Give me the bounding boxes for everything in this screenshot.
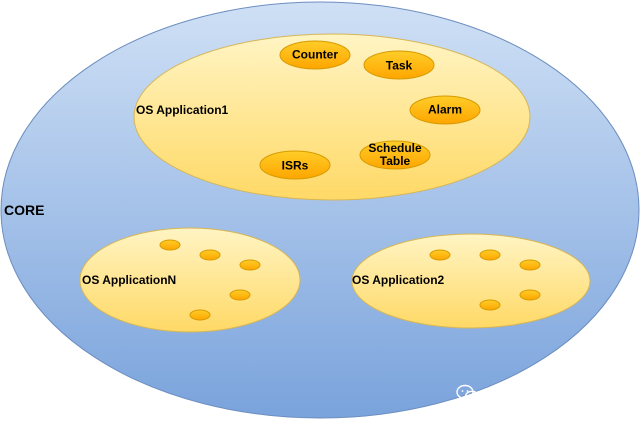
- os-applicationN-label: OS ApplicationN: [82, 273, 177, 287]
- app2-object-1: [429, 249, 451, 261]
- alarm-node: [409, 95, 481, 125]
- appN-object-5: [189, 309, 211, 321]
- app2-object-5: [479, 299, 501, 311]
- app2-object-3: [519, 259, 541, 271]
- wechat-icon: [456, 384, 480, 403]
- schedule-table-node: [359, 140, 431, 170]
- watermark-text: ADAS与ECU之吾见: [484, 388, 599, 404]
- os-application1-label: OS Application1: [136, 103, 229, 117]
- os-application1-ellipse: [133, 33, 531, 201]
- isrs-node: [259, 150, 331, 180]
- os-application2-label: OS Application2: [352, 273, 445, 287]
- appN-object-1: [159, 239, 181, 251]
- appN-object-2: [199, 249, 221, 261]
- schedule-table-label: Schedule Table: [368, 141, 422, 168]
- app2-object-4: [519, 289, 541, 301]
- appN-object-4: [229, 289, 251, 301]
- watermark: ADAS与ECU之吾见: [456, 384, 599, 404]
- core-label: CORE: [4, 202, 45, 218]
- counter-node: [279, 40, 351, 70]
- isrs-label: ISRs: [281, 158, 309, 173]
- task-label: Task: [385, 58, 413, 73]
- counter-label: Counter: [292, 47, 338, 62]
- appN-object-3: [239, 259, 261, 271]
- alarm-label: Alarm: [427, 102, 463, 117]
- task-node: [363, 50, 435, 80]
- app2-object-2: [479, 249, 501, 261]
- os-applicationN-ellipse: [79, 227, 301, 333]
- os-application2-ellipse: [351, 233, 591, 329]
